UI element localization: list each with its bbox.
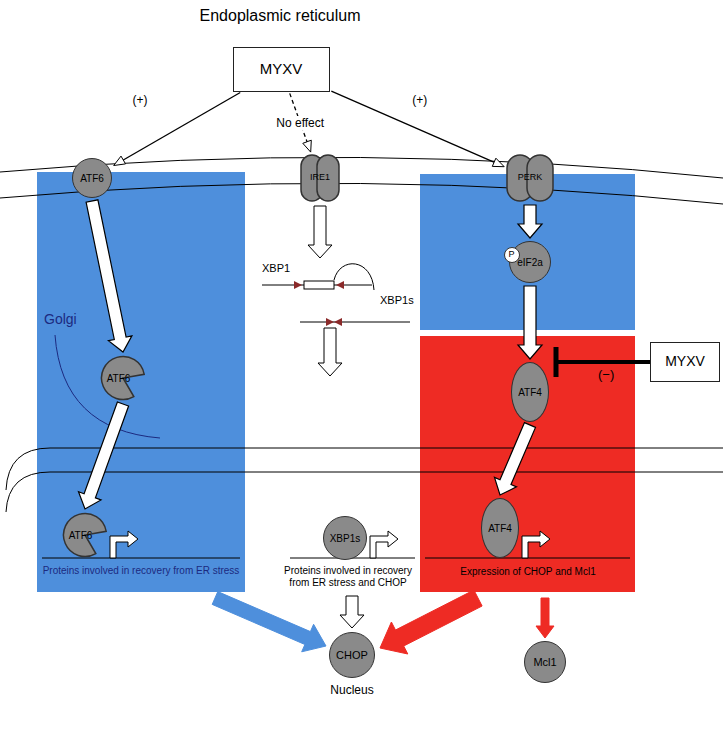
connector-arrow — [114, 92, 241, 165]
spliced-intron — [334, 264, 374, 290]
splice-site — [294, 281, 302, 289]
connector-arrow — [79, 402, 129, 509]
text-label: Golgi — [44, 311, 77, 328]
node-text: PERK — [518, 173, 543, 183]
gene-line — [42, 558, 240, 559]
xbp1s-mrna — [300, 322, 410, 323]
block-arrow — [536, 598, 554, 638]
splice-site — [326, 318, 334, 326]
connector-arrow — [495, 423, 536, 495]
node-text: CHOP — [336, 649, 368, 661]
inhibition-line — [557, 360, 650, 364]
node-text: XBP1s — [330, 533, 361, 544]
protein-circle: CHOP — [329, 632, 375, 678]
node-text: Mcl1 — [533, 656, 556, 668]
transcription-arrow — [370, 531, 398, 558]
node-text: P — [508, 250, 514, 260]
sensor-protein: IRE1 — [300, 154, 340, 202]
nuclear-envelope — [6, 472, 723, 512]
text-label: Endoplasmic reticulum — [200, 6, 361, 25]
sensor-protein: PERK — [506, 154, 554, 202]
splice-site — [334, 318, 342, 326]
block-arrow — [212, 592, 326, 652]
splice-site — [336, 281, 344, 289]
node-text: IRE1 — [310, 173, 330, 183]
connector-arrow — [331, 91, 504, 167]
protein-circle: Mcl1 — [524, 641, 566, 683]
text-label: Nucleus — [330, 683, 373, 697]
text-label: XBP1s — [380, 294, 414, 307]
cleaved-protein: ATF6 — [62, 512, 108, 558]
connector-arrow — [86, 200, 132, 352]
node-text: ATF6 — [107, 373, 131, 384]
node-text: eIF2a — [517, 257, 543, 268]
connector-arrow — [518, 205, 542, 238]
atf6-panel — [37, 172, 245, 592]
transcription-arrow — [522, 531, 550, 558]
text-label: Proteins involved in recovery from ER st… — [278, 565, 418, 589]
connector-arrow — [518, 286, 542, 359]
inhibition-bar — [554, 347, 559, 377]
phosphate-circle: P — [504, 247, 520, 263]
virus-box: MYXV — [233, 47, 330, 92]
intron — [304, 281, 334, 289]
node-text: MYXV — [665, 354, 705, 369]
node-text: ATF6 — [69, 530, 93, 541]
edge-label: (+) — [410, 93, 429, 107]
layout-arrows — [212, 206, 554, 654]
protein-circle: eIF2aP — [509, 241, 551, 283]
node-text: ATF4 — [518, 387, 542, 398]
text-label: XBP1 — [262, 262, 290, 275]
protein-circle: XBP1s — [323, 516, 367, 560]
block-arrow — [308, 206, 332, 258]
protein-ellipse: ATF4 — [481, 498, 519, 558]
node-text: ATF6 — [80, 173, 104, 184]
node-text: MYXV — [260, 61, 303, 78]
block-arrow — [380, 590, 482, 654]
text-label: (−) — [598, 367, 614, 383]
atf4-panel — [420, 336, 635, 592]
block-arrow — [318, 328, 342, 376]
nuclear-envelope — [6, 448, 723, 490]
protein-ellipse: ATF4 — [511, 362, 549, 422]
cleaved-protein: ATF6 — [100, 355, 146, 401]
node-text: ATF4 — [488, 523, 512, 534]
protein-circle: ATF6 — [72, 158, 112, 198]
golgi-outline — [55, 335, 160, 438]
edge-label: (+) — [130, 93, 149, 107]
block-arrow — [340, 596, 364, 628]
transcription-arrow — [110, 531, 138, 558]
edge-label: No effect — [274, 116, 326, 130]
virus-box: MYXV — [650, 342, 720, 382]
text-label: Expression of CHOP and Mcl1 — [428, 566, 628, 578]
text-label: Proteins involved in recovery from ER st… — [41, 565, 241, 577]
